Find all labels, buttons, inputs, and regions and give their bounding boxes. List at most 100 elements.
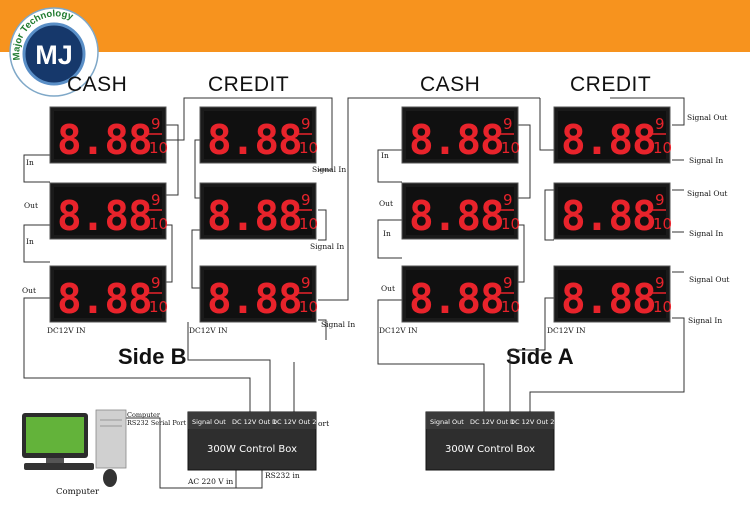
wire-b-credit-right-2 [318, 319, 327, 340]
sign-panel-bezel [406, 111, 514, 159]
keyboard [24, 463, 94, 470]
wire-b-credit-signal-top [166, 97, 333, 171]
label-a-credit-dc12v-in: DC12V IN [547, 326, 586, 335]
wire-b-credit-left-2 [191, 229, 200, 289]
sign-panel-bezel [406, 187, 514, 235]
wire-a-cash-loop-2 [377, 219, 402, 259]
monitor-screen [26, 417, 84, 453]
label-a-credit-signal-out-3: Signal Out [689, 275, 729, 284]
top-banner [0, 0, 750, 52]
label-b-cash-out-2: Out [22, 286, 36, 295]
label-ac-220v-in: AC 220 V in [187, 477, 233, 486]
sign-panel-frame [553, 182, 671, 240]
label-b-cash-dc12v-in: DC12V IN [47, 326, 86, 335]
label-a-credit-signal-in-3: Signal In [688, 316, 722, 325]
price-superscript: 9 [655, 115, 665, 133]
price-subscript: 10 [149, 298, 168, 316]
price-subscript: 10 [501, 139, 520, 157]
label-b-cash-in-2: In [26, 237, 34, 246]
price-digits: 8.88 [207, 192, 302, 240]
pc-tower [95, 409, 127, 469]
price-digits: 8.88 [409, 275, 504, 323]
control-box-port-label: DC 12V Out 2 [272, 418, 316, 426]
price-digits: 8.88 [57, 275, 152, 323]
sign-panel-frame [199, 265, 317, 323]
wire-layer [23, 97, 685, 489]
sign-panel-bezel [558, 187, 666, 235]
label-b-credit-signal-in-2: Signal In [310, 242, 344, 251]
sign-panel-bezel [54, 187, 162, 235]
control-box-port-label: DC 12V Out 2 [510, 418, 554, 426]
heading-cash-side-a: CASH [420, 73, 481, 96]
sign-panel-frame [553, 265, 671, 323]
control-box-title: 300W Control Box [445, 444, 535, 455]
price-superscript: 9 [151, 115, 161, 133]
sign-panel-frame [49, 106, 167, 164]
price-superscript: 9 [503, 274, 513, 292]
sign-panel-bezel [54, 270, 162, 318]
wire-b-cash-right-2 [166, 224, 173, 283]
label-a-cash-out-1: Out [379, 199, 393, 208]
brand-logo: MJ Major Technology [9, 7, 99, 97]
label-b-credit-dc12v-in: DC12V IN [189, 326, 228, 335]
computer-port-label-line1: Computer [127, 411, 161, 419]
wire-a-cash-loop-1 [377, 149, 402, 183]
logo-inner-ring [22, 22, 86, 86]
control-box-port-strip [188, 412, 316, 429]
label-a-credit-signal-out-1: Signal Out [687, 113, 727, 122]
heading-credit-side-a: CREDIT [570, 73, 652, 96]
sign-panel-bezel [558, 111, 666, 159]
price-digits: 8.88 [561, 192, 656, 240]
sign-panel-bezel [406, 270, 514, 318]
label-rs232-in: RS232 in [265, 471, 300, 480]
sign-panel-bezel [204, 111, 312, 159]
label-b-credit-signal-in-1: Signal In [312, 165, 346, 174]
price-digits: 8.88 [207, 116, 302, 164]
wire-a-signal-in-3 [529, 317, 685, 412]
price-superscript: 9 [301, 191, 311, 209]
sign-panel-frame [49, 182, 167, 240]
price-digits: 8.88 [409, 192, 504, 240]
wire-b-credit-right-1 [318, 209, 327, 241]
sign-panel-frame [401, 106, 519, 164]
price-superscript: 9 [301, 115, 311, 133]
price-superscript: 9 [301, 274, 311, 292]
wire-a-credit-dc [509, 297, 554, 412]
control-box-port-label: DC 12V Out 1 [232, 418, 276, 426]
wire-a-dc-feed [377, 299, 485, 412]
computer-port-label-line2: RS232 Serial Port [127, 419, 186, 427]
sign-panel-frame [553, 106, 671, 164]
monitor-stand [46, 458, 64, 464]
price-digits: 8.88 [207, 275, 302, 323]
price-subscript: 10 [653, 139, 672, 157]
label-a-credit-signal-out-2: Signal Out [687, 189, 727, 198]
wire-a-credit-signal-in [539, 98, 554, 151]
label-b-credit-signal-in-3: Signal In [321, 320, 355, 329]
heading-cash-side-b: CASH [67, 73, 128, 96]
wire-b-dc-out1 [187, 322, 271, 412]
side-a-label: Side A [506, 344, 574, 369]
side-b-label: Side B [118, 344, 187, 369]
wire-b-cash-loop-2 [23, 224, 50, 263]
wire-a-cash-right-1 [518, 124, 531, 199]
computer-label: Computer [56, 487, 100, 497]
label-a-credit-signal-in-1: Signal In [689, 156, 723, 165]
control-box-port-label: Signal Out [430, 418, 464, 426]
price-digits: 8.88 [57, 116, 152, 164]
price-digits: 8.88 [561, 116, 656, 164]
wire-rs232 [126, 417, 263, 489]
wire-b-cash-loop-1 [23, 154, 50, 183]
sign-panel-frame [49, 265, 167, 323]
price-digits: 8.88 [409, 116, 504, 164]
